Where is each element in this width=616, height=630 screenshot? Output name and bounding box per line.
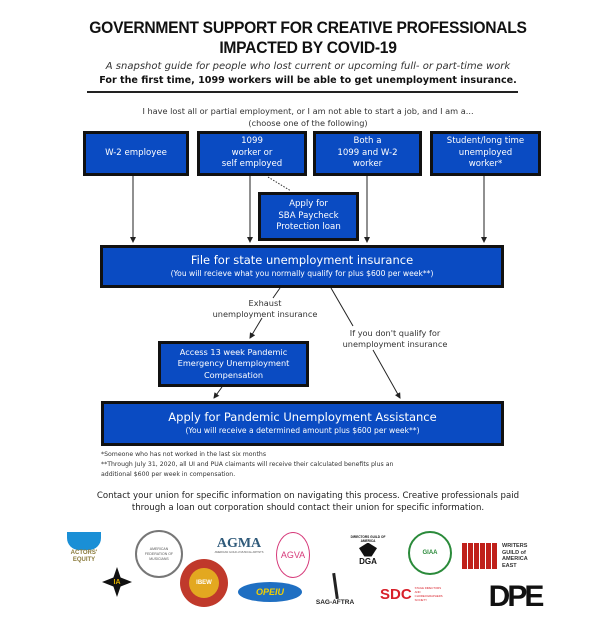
choice-student: Student/long time unemployed worker*	[430, 131, 541, 176]
figure-icon	[331, 572, 339, 600]
dga-logo: DIRECTORS GUILD OF AMERICA DGA	[345, 527, 391, 573]
logo-text: IBEW	[196, 580, 212, 586]
state-ui-title: File for state unemployment insurance	[190, 253, 414, 268]
arrow-exhaust-a	[272, 287, 281, 299]
sag-aftra-logo: SAG-AFTRA	[312, 562, 358, 606]
masks-icon	[67, 532, 101, 550]
label-not-qualify: If you don't qualify for unemployment in…	[342, 328, 448, 349]
label-exhaust: Exhaust unemployment insurance	[212, 298, 318, 319]
arrow-peuc-pua	[213, 386, 223, 399]
logo-text: SAG-AFTRA	[315, 599, 355, 606]
intro-choose: (choose one of the following)	[248, 118, 368, 128]
logo-text: DPE	[488, 580, 545, 613]
pua-box: Apply for Pandemic Unemployment Assistan…	[101, 401, 504, 446]
choice-1099-worker: 1099 worker or self employed	[197, 131, 307, 176]
giaa-logo: GIAA	[408, 531, 452, 575]
logo-text: DGA	[359, 556, 377, 566]
choice-label: Student/long time unemployed worker*	[446, 136, 525, 170]
pua-note: (You will receive a determined amount pl…	[185, 426, 420, 436]
sba-label: Apply for SBA Paycheck Protection loan	[276, 199, 341, 233]
iatse-logo: IA	[98, 563, 136, 601]
state-ui-note: (You will recieve what you normally qual…	[170, 269, 434, 279]
dotted-sba-link	[267, 176, 292, 192]
afm-logo: AMERICAN FEDERATION OF MUSICIANS	[135, 530, 183, 578]
choice-label: Both a 1099 and W-2 worker	[337, 136, 398, 170]
agma-logo: AGMA AMERICAN GUILD of MUSICAL ARTISTS	[204, 533, 274, 557]
highlight-text: For the first time, 1099 workers will be…	[99, 75, 517, 86]
title-line-2: IMPACTED BY COVID-19	[219, 38, 397, 57]
logo-text: AGMA	[216, 535, 262, 551]
logo-text: IA	[113, 578, 121, 586]
eagle-icon	[359, 542, 377, 557]
logo-text: OPEIU	[255, 587, 284, 597]
logo-subtext: AMERICAN GUILD of MUSICAL ARTISTS	[214, 550, 264, 554]
choice-w2-employee: W-2 employee	[83, 131, 189, 176]
logo-text: SDC	[380, 585, 412, 603]
choice-both: Both a 1099 and W-2 worker	[313, 131, 422, 176]
peuc-box: Access 13 week Pandemic Emergency Unempl…	[158, 341, 309, 387]
contact-text: Contact your union for specific informat…	[96, 491, 520, 513]
logo-text: ACTORS' EQUITY	[70, 550, 98, 563]
subtitle: A snapshot guide for people who lost cur…	[105, 61, 511, 72]
sdc-logo: SDC STAGE DIRECTORS AND CHOREOGRAPHERS S…	[380, 583, 450, 605]
footnote-2: **Through July 31, 2020, all UI and PUA …	[101, 461, 394, 478]
footnote-1: *Someone who has not worked in the last …	[101, 451, 267, 458]
pua-title: Apply for Pandemic Unemployment Assistan…	[168, 410, 437, 425]
logo-text: AGVA	[280, 550, 306, 560]
arrow-not-qualify-a	[330, 287, 354, 327]
peuc-label: Access 13 week Pandemic Emergency Unempl…	[177, 346, 290, 380]
opeiu-logo: OPEIU	[238, 582, 302, 602]
state-ui-box: File for state unemployment insurance (Y…	[100, 245, 504, 288]
ibew-logo: IBEW	[180, 559, 228, 607]
logo-text: GIAA	[422, 550, 438, 556]
logo-text: AMERICAN FEDERATION OF MUSICIANS	[144, 546, 174, 561]
sba-loan-box: Apply for SBA Paycheck Protection loan	[258, 192, 359, 241]
logo-ring-text: DIRECTORS GUILD OF AMERICA	[350, 534, 386, 543]
wga-east-logo: WRITERS GUILD of AMERICA EAST	[462, 543, 552, 569]
choice-label: 1099 worker or self employed	[221, 136, 283, 170]
intro-line: I have lost all or partial employment, o…	[142, 106, 474, 116]
title-line-1: GOVERNMENT SUPPORT FOR CREATIVE PROFESSI…	[89, 18, 527, 37]
logo-text: WRITERS GUILD of AMERICA EAST	[502, 543, 528, 569]
dpe-logo: DPE	[482, 580, 548, 614]
arrow-not-qualify-b	[372, 349, 401, 399]
actors-equity-logo: ACTORS' EQUITY	[64, 527, 104, 569]
arrow-exhaust-b	[249, 317, 263, 339]
choice-label: W-2 employee	[105, 147, 167, 158]
divider	[87, 91, 518, 93]
grid-icon	[462, 543, 498, 569]
agva-logo: AGVA	[276, 532, 310, 578]
logo-subtext: STAGE DIRECTORS AND CHOREOGRAPHERS SOCIE…	[414, 586, 443, 602]
